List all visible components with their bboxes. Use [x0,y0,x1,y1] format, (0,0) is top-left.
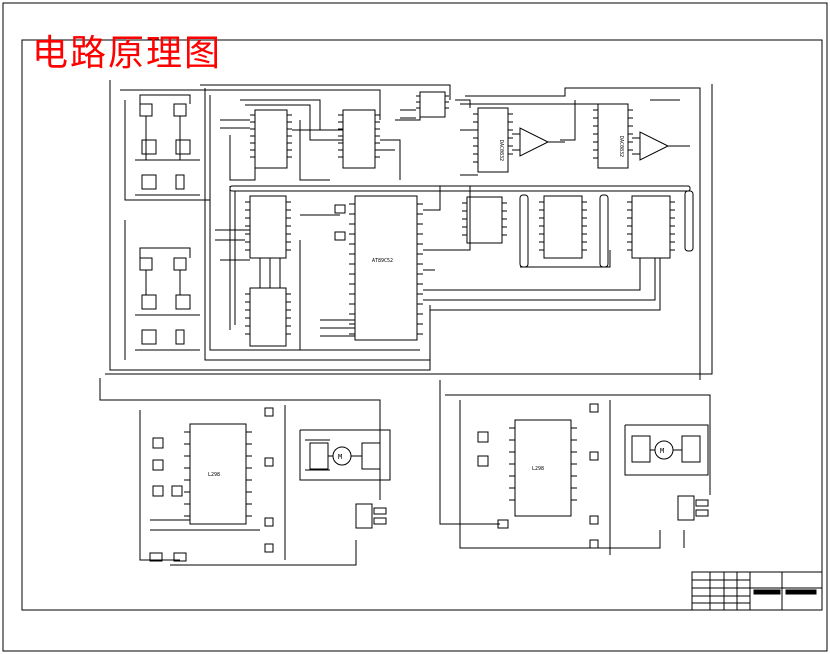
decoder-chip [462,196,507,244]
logic-chip-top-1 [250,109,292,169]
dac-wiring [455,87,701,380]
motor-left-label: M [338,453,342,461]
latch-chip-1 [245,195,291,259]
small-logic-chip [400,91,449,119]
logic-chip-top-2 [338,109,380,169]
io-expander-chip [627,195,675,259]
top-bus-wiring [200,84,451,361]
h-bridge-left: M [299,429,391,481]
speed-sensor-right [677,495,709,548]
h-bridge-right: M [624,424,709,476]
middle-wiring [215,204,355,350]
motor-right-label: M [660,447,664,455]
dac-chip-2: DAC0832 [593,103,633,169]
diagram-title: 电路原理图 [32,33,223,74]
op-amp-2 [632,131,690,161]
data-bus [229,185,691,330]
ad-converter-chip [539,195,587,259]
dac-chip-1-label: DAC0832 [498,140,504,161]
right-bus-wiring [430,190,694,311]
microcontroller: AT89C52 [110,186,656,371]
speed-sensor-left [149,503,387,566]
section-separator [99,84,713,401]
op-amp-1 [512,127,565,157]
motor-driver-1-label: L298 [208,472,220,478]
latch-chip-2 [245,287,291,347]
dac-chip-1: DAC0832 [473,107,513,173]
microcontroller-label: AT89C52 [372,258,393,264]
motor-driver-section-right: L298 [439,380,711,555]
motor-driver-2-label: L298 [532,466,544,472]
dac-chip-2-label: DAC0832 [618,136,624,157]
title-block [691,571,823,611]
left-input-stage-bottom [124,220,200,360]
